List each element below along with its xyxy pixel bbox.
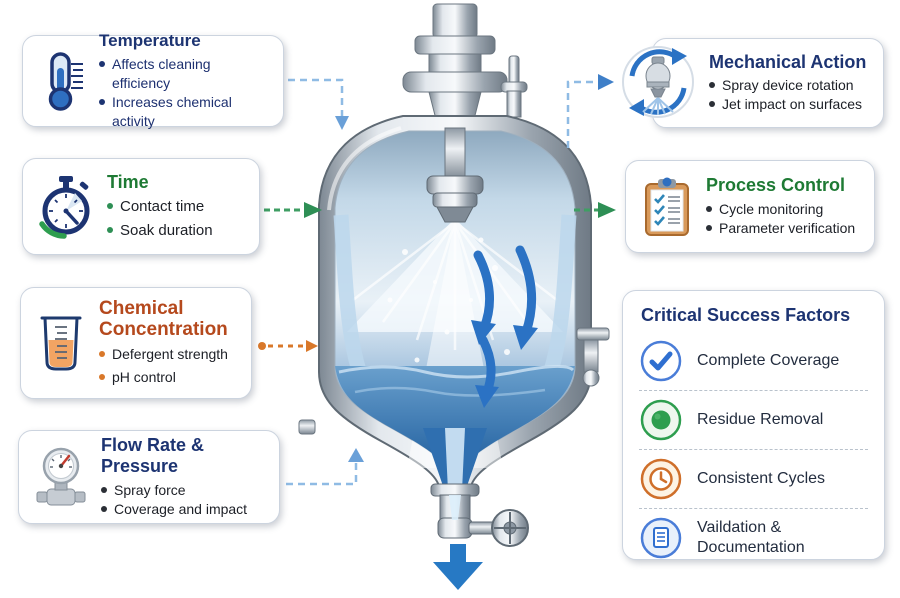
temperature-connector-arrow bbox=[288, 78, 349, 130]
success-factor-label: Complete Coverage bbox=[697, 352, 840, 369]
bullet-dot bbox=[706, 224, 712, 231]
tank-left-stub bbox=[298, 419, 316, 435]
tank-side-port-icon bbox=[500, 55, 528, 118]
bullet-dot bbox=[709, 82, 715, 89]
bullet-dot bbox=[99, 61, 105, 67]
mechanical-connector-arrow bbox=[566, 74, 614, 148]
temperature-bullet-1: Affects cleaning efficiency bbox=[112, 56, 211, 91]
tank-right-bracket bbox=[576, 327, 610, 387]
flow-rate-pressure-card: Flow Rate & Pressure Spray force Coverag… bbox=[18, 430, 280, 524]
stopwatch-icon bbox=[35, 174, 97, 240]
bullet-dot bbox=[101, 505, 107, 512]
spray-ball-device bbox=[426, 127, 484, 223]
temperature-title: Temperature bbox=[99, 31, 201, 51]
mechanical-bullet-1: Spray device rotation bbox=[722, 77, 854, 94]
chemical-title: Chemical Concentration bbox=[99, 298, 228, 341]
water-pool bbox=[335, 365, 575, 512]
chemical-bullet-2: pH control bbox=[112, 368, 176, 385]
bullet-dot bbox=[709, 101, 715, 108]
process-bullet-2: Parameter verification bbox=[719, 219, 856, 236]
time-title: Time bbox=[107, 171, 149, 192]
process-title: Process Control bbox=[706, 175, 846, 196]
temperature-bullet-2: Increases chemical activity bbox=[112, 93, 232, 129]
thermometer-icon bbox=[35, 50, 89, 112]
flow-connector-arrow bbox=[286, 448, 364, 486]
bullet-dot bbox=[99, 98, 105, 105]
tank-top-inlet-nozzle bbox=[402, 3, 508, 132]
bullet-dot bbox=[101, 486, 107, 493]
success-factor-label: Vaildation & Documentation bbox=[697, 519, 805, 556]
cip-tank-illustration bbox=[298, 3, 610, 590]
critical-success-factors-card: Critical Success Factors Complete Covera… bbox=[622, 290, 885, 560]
outlet-valve bbox=[430, 483, 529, 547]
document-circle-icon bbox=[640, 517, 682, 559]
bullet-dot bbox=[99, 373, 105, 380]
chemical-connector-arrow bbox=[258, 340, 318, 352]
check-circle-icon bbox=[640, 340, 682, 382]
drain-flow-arrow bbox=[433, 544, 483, 590]
pressure-gauge-icon bbox=[31, 446, 91, 508]
clock-circle-icon bbox=[640, 458, 682, 500]
bullet-dot bbox=[99, 351, 105, 357]
flow-bullet-2: Coverage and impact bbox=[114, 500, 248, 517]
success-factor-row: Complete Coverage bbox=[639, 332, 868, 390]
spray-rotation-icon bbox=[622, 46, 694, 118]
success-factor-row: Consistent Cycles bbox=[639, 449, 868, 508]
success-factor-row: Vaildation & Documentation bbox=[639, 508, 868, 567]
success-factor-row: Residue Removal bbox=[639, 390, 868, 449]
success-factor-label: Residue Removal bbox=[697, 411, 824, 428]
success-factors-title: Critical Success Factors bbox=[641, 305, 851, 325]
flow-title: Flow Rate & Pressure bbox=[101, 435, 205, 477]
chemical-bullet-1: Defergent strength bbox=[112, 346, 228, 362]
residue-circle-icon bbox=[640, 399, 682, 441]
bullet-dot bbox=[107, 202, 113, 209]
time-card: Time Contact time Soak duration bbox=[22, 158, 260, 255]
time-bullet-1: Contact time bbox=[120, 197, 205, 215]
water-droplets bbox=[387, 237, 510, 363]
process-connector-arrow bbox=[574, 202, 616, 218]
bullet-dot bbox=[107, 226, 113, 233]
mechanical-bullet-2: Jet impact on surfaces bbox=[722, 96, 863, 113]
bullet-dot bbox=[706, 205, 712, 212]
beaker-icon bbox=[33, 312, 89, 374]
chemical-concentration-card: Chemical Concentration Defergent strengt… bbox=[20, 287, 252, 399]
time-connector-arrow bbox=[254, 202, 322, 218]
mechanical-title: Mechanical Action bbox=[709, 51, 867, 72]
flow-bullet-1: Spray force bbox=[114, 481, 186, 498]
clipboard-checklist-icon bbox=[638, 176, 696, 238]
time-bullet-2: Soak duration bbox=[120, 221, 213, 239]
temperature-card: Temperature Affects cleaning efficiency … bbox=[22, 31, 284, 129]
success-factor-label: Consistent Cycles bbox=[697, 470, 826, 487]
process-bullet-1: Cycle monitoring bbox=[719, 200, 824, 217]
process-control-card: Process Control Cycle monitoring Paramet… bbox=[625, 160, 875, 253]
